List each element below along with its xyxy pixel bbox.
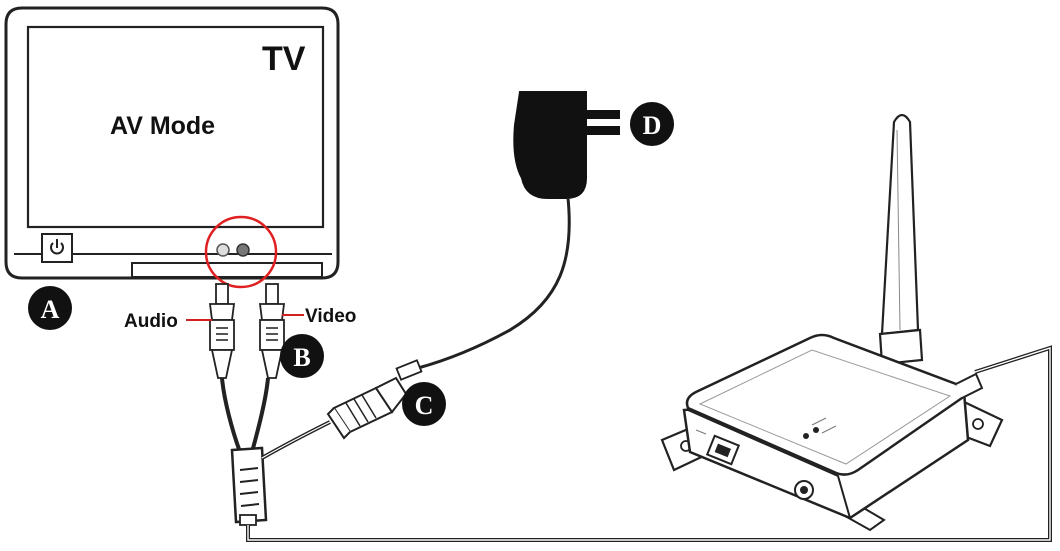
audio-label: Audio — [124, 311, 178, 332]
marker-b: B — [280, 334, 324, 378]
power-button — [41, 233, 73, 263]
audio-label-group: Audio — [124, 311, 212, 332]
video-plug — [258, 283, 286, 379]
wireless-receiver — [660, 113, 1004, 532]
antenna — [878, 113, 924, 366]
svg-text:A: A — [41, 295, 60, 324]
receiver-dc-jack — [794, 480, 814, 500]
power-adapter — [417, 91, 620, 370]
status-led — [803, 433, 809, 439]
svg-text:B: B — [293, 343, 310, 372]
rca-cable — [208, 283, 1052, 542]
status-led — [813, 427, 819, 433]
audio-jack — [216, 243, 230, 257]
audio-plug — [208, 283, 236, 379]
receiver-av-port — [695, 429, 741, 466]
svg-text:D: D — [643, 111, 662, 140]
tv-set: TV AV Mode — [4, 6, 340, 289]
power-icon — [50, 239, 64, 255]
tv-title: TV — [262, 40, 306, 78]
video-label: Video — [305, 306, 356, 327]
av-jacks-highlight-circle — [204, 215, 278, 289]
marker-d: D — [630, 102, 674, 146]
svg-text:C: C — [415, 391, 434, 420]
marker-c: C — [402, 382, 446, 426]
marker-a: A — [28, 286, 72, 330]
video-jack — [236, 243, 250, 257]
video-label-group: Video — [282, 306, 356, 327]
tv-mode-label: AV Mode — [110, 112, 215, 140]
dc-plug — [261, 359, 423, 460]
cable-splitter — [230, 446, 268, 526]
